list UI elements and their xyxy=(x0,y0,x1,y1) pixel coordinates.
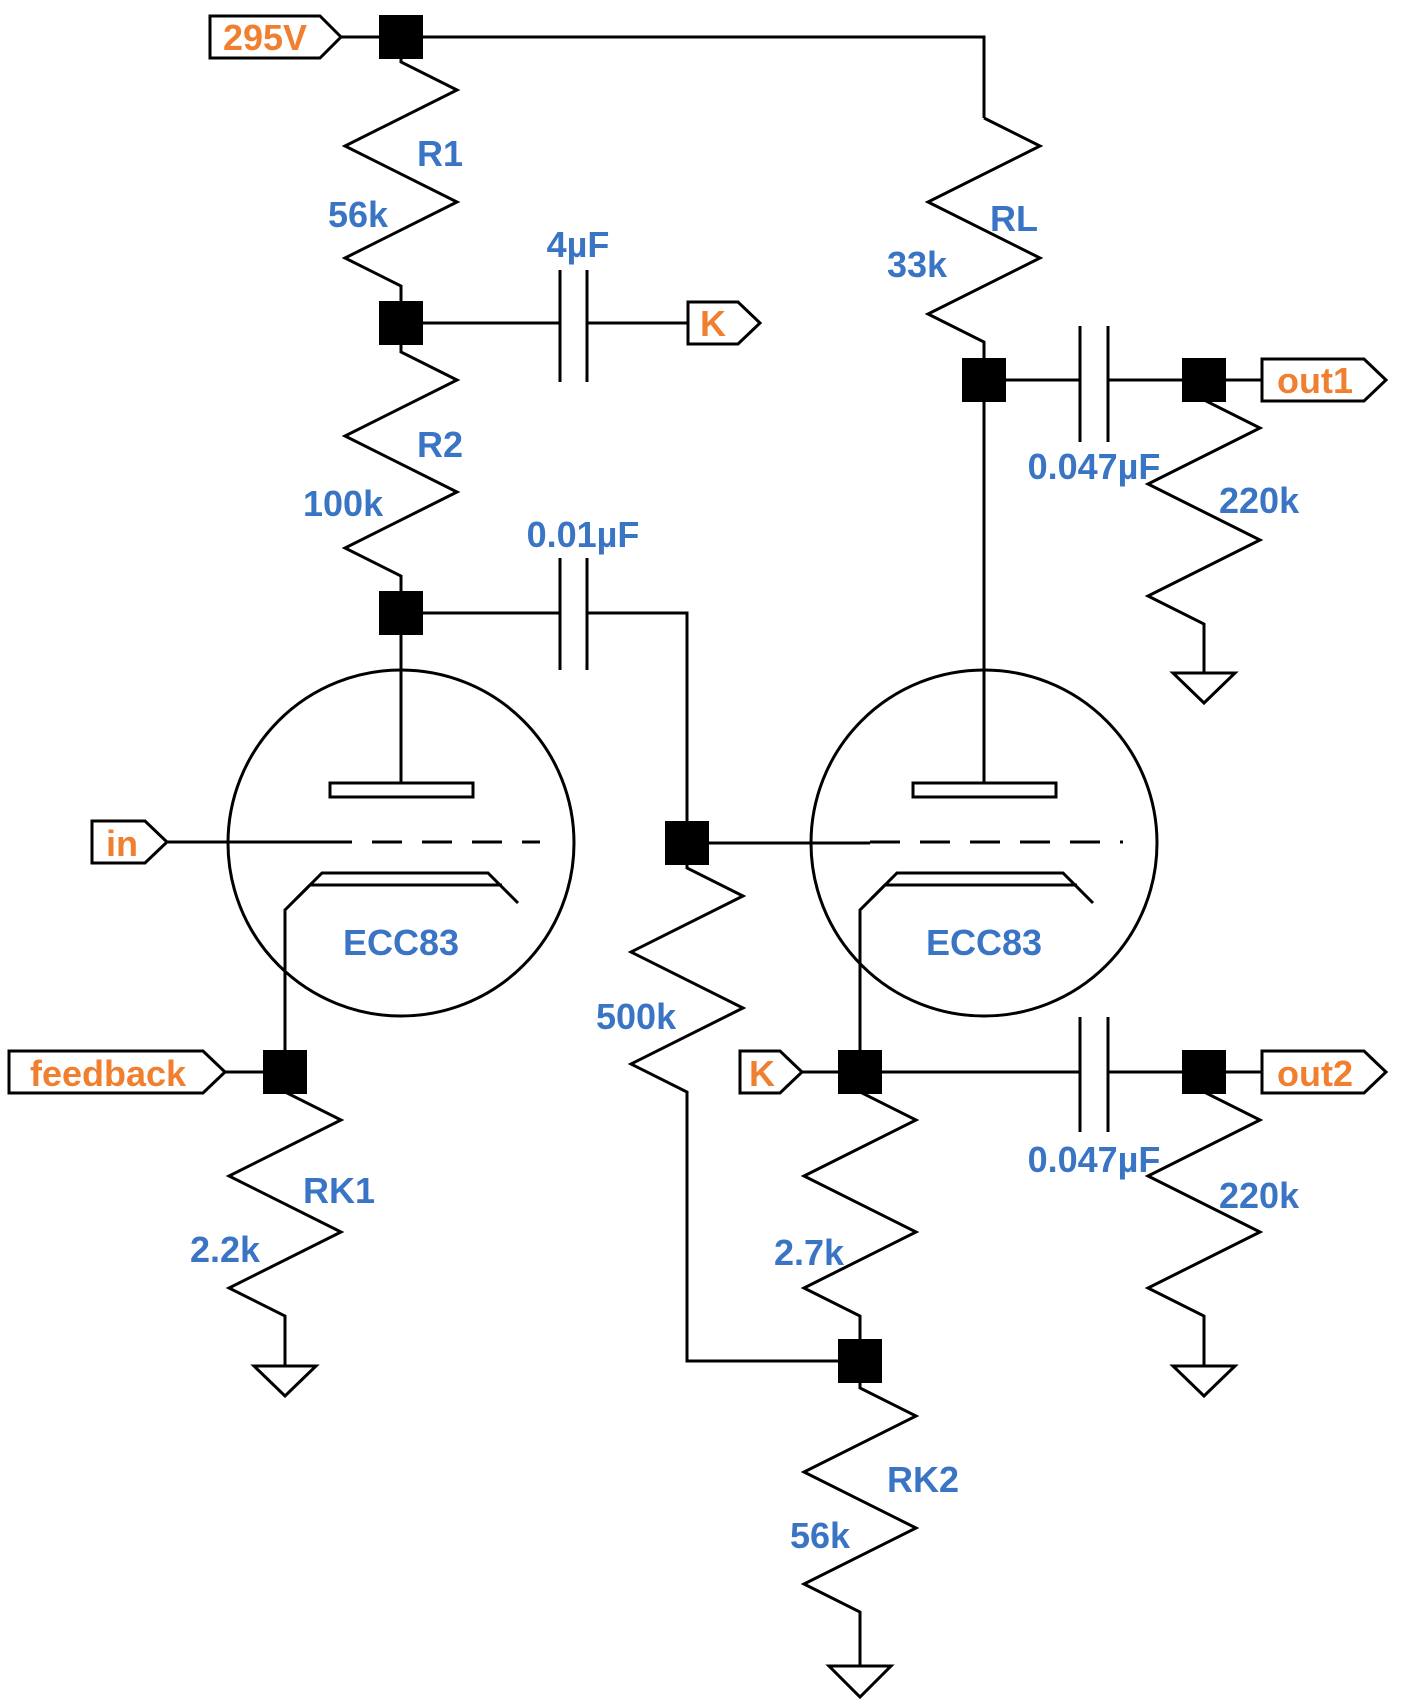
capacitors xyxy=(558,270,1110,1132)
grounds xyxy=(250,655,1239,1700)
ground-icon xyxy=(1169,671,1239,706)
wire-supply-rail xyxy=(340,35,986,118)
node-out2[interactable] xyxy=(1182,1050,1226,1094)
label-r2-name: R2 xyxy=(417,424,463,465)
component-labels: R1 56k 4µF R2 100k 0.01µF RL 33k 0.047µF… xyxy=(190,133,1300,1556)
capacitor-c-out2[interactable] xyxy=(1078,1017,1110,1132)
net-label: 295V xyxy=(223,17,307,58)
net-tag-in[interactable]: in xyxy=(90,819,170,865)
resistor-rl[interactable] xyxy=(924,116,1044,380)
label-r2-value: 100k xyxy=(303,483,384,524)
label-c-dec: 4µF xyxy=(547,224,610,265)
tube-cathode xyxy=(308,871,520,905)
resistor-rg[interactable] xyxy=(627,843,747,1102)
label-r1-name: R1 xyxy=(417,133,463,174)
label-rg-value: 500k xyxy=(596,996,677,1037)
resistor-rk2[interactable] xyxy=(800,1361,920,1648)
net-label: out2 xyxy=(1277,1053,1353,1094)
resistor-rout1[interactable] xyxy=(1144,380,1264,655)
resistor-rk2a[interactable] xyxy=(800,1072,920,1361)
node-plate1[interactable] xyxy=(379,591,423,635)
node-out1[interactable] xyxy=(1182,358,1226,402)
node-rk-junction[interactable] xyxy=(838,1339,882,1383)
ground-icon xyxy=(250,1364,320,1399)
capacitor-c-coup[interactable] xyxy=(558,558,589,670)
label-rout2-value: 220k xyxy=(1219,1175,1300,1216)
tube-plate xyxy=(328,781,475,799)
node-cathode1[interactable] xyxy=(263,1050,307,1094)
wire-cathode2 xyxy=(858,883,887,1072)
resistors xyxy=(225,37,1264,1648)
capacitor-c-out1[interactable] xyxy=(1078,326,1110,442)
tube-label: ECC83 xyxy=(343,922,459,963)
net-label: K xyxy=(700,303,726,344)
tube-cathode-inner xyxy=(295,883,502,900)
label-rk1-value: 2.2k xyxy=(190,1229,261,1270)
node-r1-r2[interactable] xyxy=(379,301,423,345)
net-tag-out2[interactable]: out2 xyxy=(1260,1049,1389,1095)
tube-plate xyxy=(911,781,1058,799)
label-rl-value: 33k xyxy=(887,244,948,285)
node-grid2[interactable] xyxy=(665,821,709,865)
label-rk2-value: 56k xyxy=(790,1515,851,1556)
resistor-r1[interactable] xyxy=(341,37,461,323)
resistor-rout2[interactable] xyxy=(1144,1072,1264,1348)
net-tag-supply[interactable]: 295V xyxy=(208,14,344,60)
label-rk1-name: RK1 xyxy=(303,1170,375,1211)
label-rk2-name: RK2 xyxy=(887,1459,959,1500)
net-label: in xyxy=(106,823,138,864)
net-label: out1 xyxy=(1277,360,1353,401)
resistor-r2[interactable] xyxy=(341,323,461,613)
label-rl-name: RL xyxy=(990,198,1038,239)
resistor-rk1[interactable] xyxy=(225,1072,345,1348)
tube-cathode xyxy=(883,871,1095,905)
label-c-out2: 0.047µF xyxy=(1028,1139,1161,1180)
net-tag-k-bottom[interactable]: K xyxy=(738,1049,805,1095)
label-c-out1: 0.047µF xyxy=(1028,446,1161,487)
ground-icon xyxy=(825,1664,895,1700)
tube-label: ECC83 xyxy=(926,922,1042,963)
net-label: feedback xyxy=(30,1053,187,1094)
label-rk2a-value: 2.7k xyxy=(774,1232,845,1273)
node-cathode2[interactable] xyxy=(838,1050,882,1094)
junction-nodes xyxy=(263,15,1226,1383)
label-c-coup: 0.01µF xyxy=(527,514,640,555)
label-rout1-value: 220k xyxy=(1219,480,1300,521)
wire-rg-to-rk-junction xyxy=(685,1102,860,1363)
tube-v1[interactable]: ECC83 xyxy=(226,668,576,1018)
ground-icon xyxy=(1169,1364,1239,1399)
label-r1-value: 56k xyxy=(328,194,389,235)
tube-v2[interactable]: ECC83 xyxy=(809,668,1159,1018)
node-plate2[interactable] xyxy=(962,358,1006,402)
net-label: K xyxy=(749,1053,775,1094)
wire-c-coup-to-grid2-node xyxy=(587,611,689,843)
net-tag-feedback[interactable]: feedback xyxy=(7,1049,228,1095)
wire-cathode1 xyxy=(283,883,312,1072)
net-tag-k-top[interactable]: K xyxy=(686,300,763,346)
tube-envelope xyxy=(809,668,1159,1018)
capacitor-c-dec[interactable] xyxy=(558,270,589,382)
net-tag-out1[interactable]: out1 xyxy=(1260,357,1389,403)
node-supply[interactable] xyxy=(379,15,423,59)
tube-envelope xyxy=(226,668,576,1018)
tube-cathode-inner xyxy=(870,883,1077,900)
